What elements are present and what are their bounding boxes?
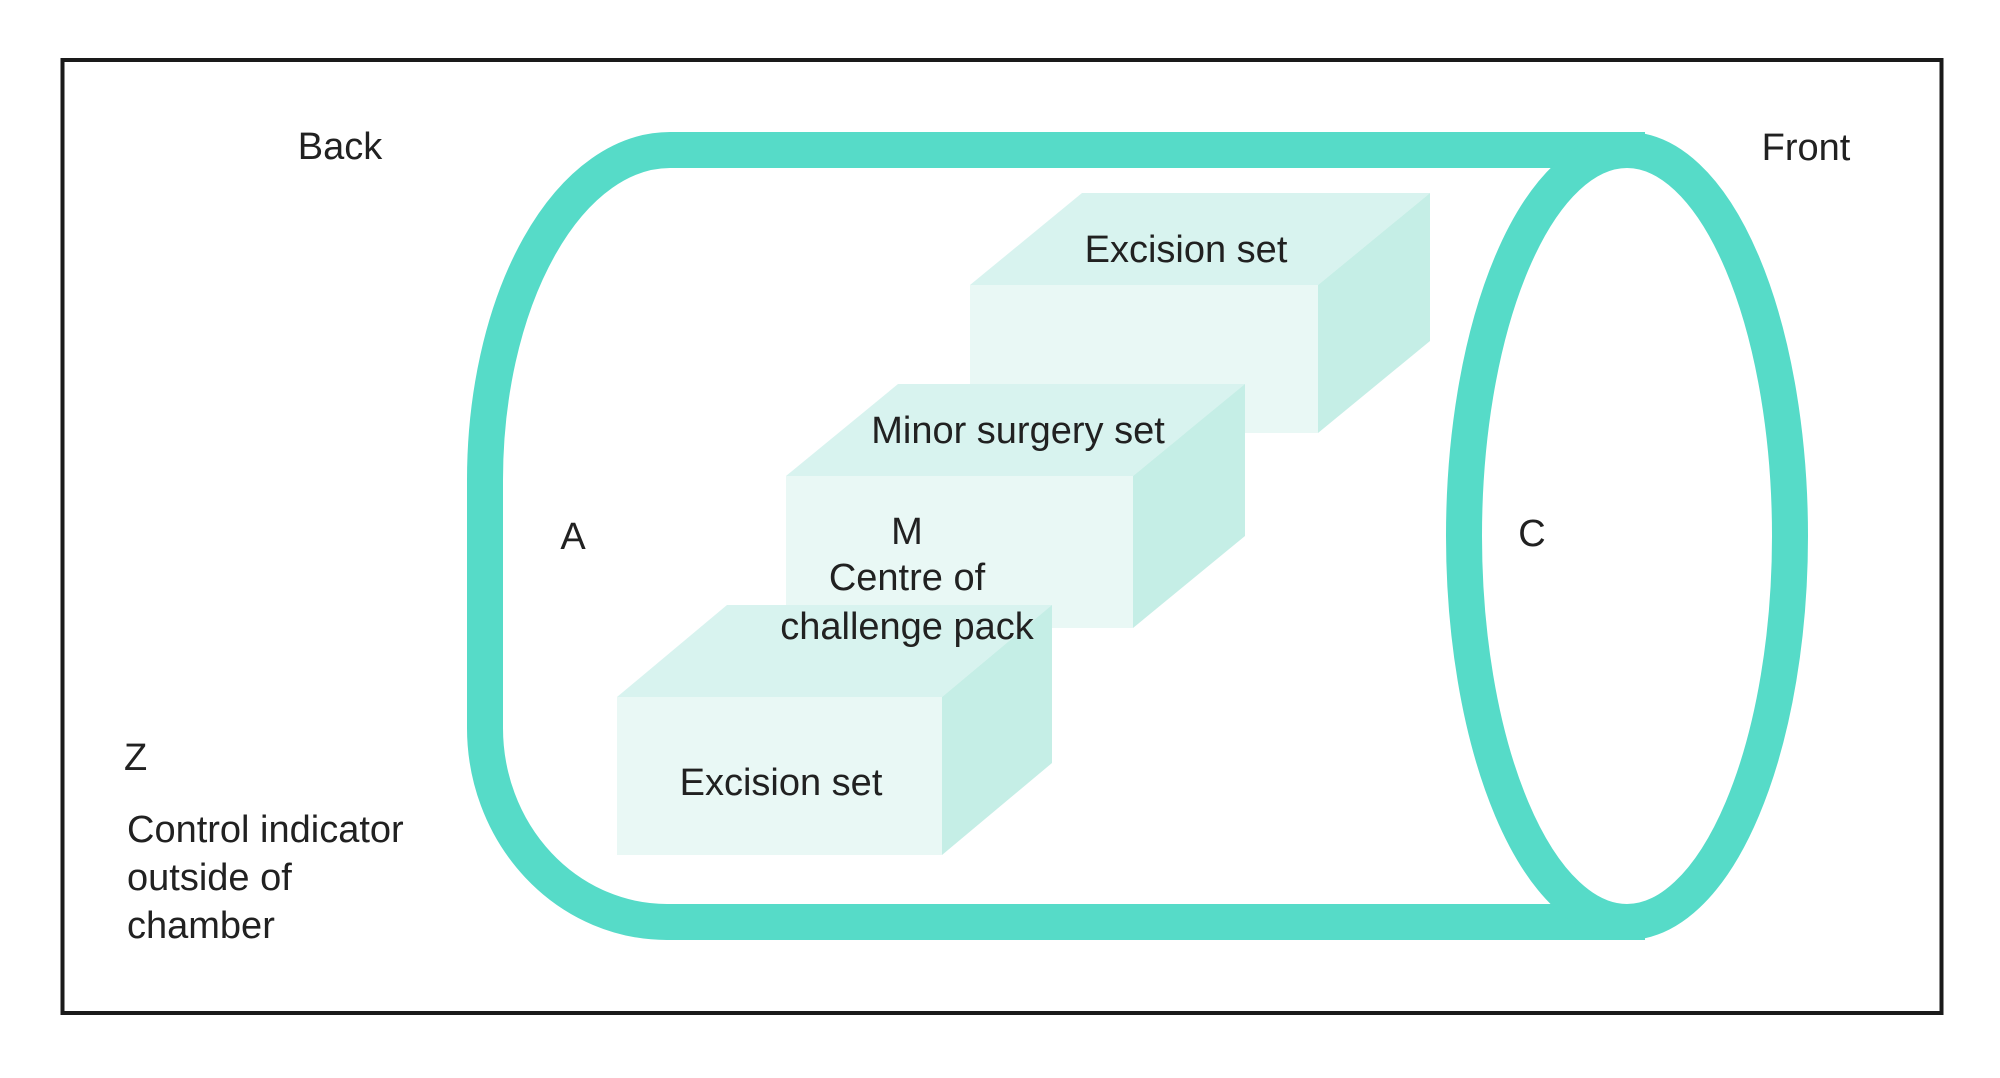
bottom-box-front-face <box>617 697 942 855</box>
sterilizer-chamber <box>467 132 1808 940</box>
top-box-top-face <box>970 193 1430 285</box>
bottom-box-side-face <box>942 605 1052 855</box>
m-caption-line-2: challenge pack <box>780 606 1035 648</box>
back-label: Back <box>298 126 383 168</box>
z-caption-line-3: chamber <box>127 905 275 947</box>
point-z-label: Z <box>124 737 147 779</box>
point-a-label: A <box>560 516 586 558</box>
z-caption-line-1: Control indicator <box>127 809 404 851</box>
top-box-side-face <box>1318 193 1430 433</box>
middle-box-front-face <box>786 476 1133 628</box>
middle-box-top-face <box>786 384 1245 476</box>
chamber-body-outline <box>467 132 1645 940</box>
front-label: Front <box>1762 127 1851 169</box>
bottom-box-top-face <box>617 605 1052 697</box>
point-m-label: M <box>891 511 923 553</box>
point-c-label: C <box>1518 513 1545 555</box>
middle-box-side-face <box>1133 384 1245 628</box>
m-caption-line-1: Centre of <box>829 557 986 599</box>
excision-set-bottom-box <box>617 605 1052 855</box>
bottom-box-label: Excision set <box>680 762 883 804</box>
minor-surgery-set-box <box>786 384 1245 628</box>
top-box-label: Excision set <box>1085 229 1288 271</box>
z-caption-line-2: outside of <box>127 857 292 899</box>
chamber-front-rim <box>1446 132 1808 940</box>
middle-box-label: Minor surgery set <box>871 410 1165 452</box>
figure-border <box>60 58 1944 1015</box>
